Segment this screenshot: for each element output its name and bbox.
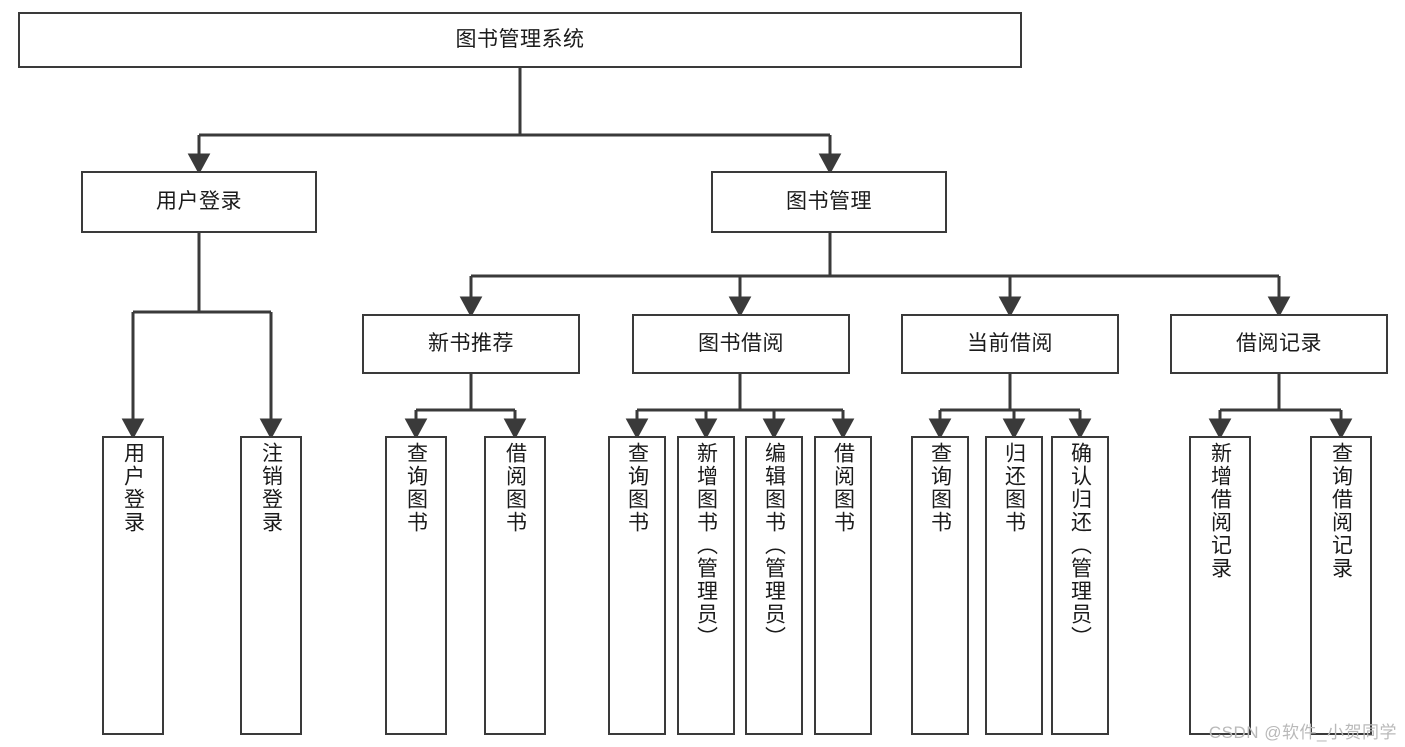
leaf-borrow-book-recommend[interactable]: 借阅图书 (484, 436, 546, 735)
leaf-confirm-return-admin-label: 确认归还（管理员） (1068, 442, 1092, 649)
leaf-add-book-admin-label: 新增图书（管理员） (694, 442, 718, 649)
node-borrow-record-label: 借阅记录 (1236, 331, 1322, 355)
leaf-query-book-current[interactable]: 查询图书 (911, 436, 969, 735)
leaf-add-borrow-record-label: 新增借阅记录 (1208, 442, 1232, 580)
leaf-add-borrow-record[interactable]: 新增借阅记录 (1189, 436, 1251, 735)
node-current-borrow[interactable]: 当前借阅 (901, 314, 1119, 374)
leaf-confirm-return-admin[interactable]: 确认归还（管理员） (1051, 436, 1109, 735)
leaf-query-borrow-record-label: 查询借阅记录 (1329, 442, 1353, 580)
node-new-book-recommend-label: 新书推荐 (428, 331, 514, 355)
leaf-logout-label: 注销登录 (259, 442, 283, 534)
leaf-query-book-recommend-label: 查询图书 (404, 442, 428, 534)
leaf-borrow-book[interactable]: 借阅图书 (814, 436, 872, 735)
node-root-label: 图书管理系统 (455, 27, 585, 51)
leaf-borrow-book-label: 借阅图书 (831, 442, 855, 534)
leaf-query-borrow-record[interactable]: 查询借阅记录 (1310, 436, 1372, 735)
node-new-book-recommend[interactable]: 新书推荐 (362, 314, 580, 374)
node-book-borrow[interactable]: 图书借阅 (632, 314, 850, 374)
leaf-add-book-admin[interactable]: 新增图书（管理员） (677, 436, 735, 735)
leaf-query-book-recommend[interactable]: 查询图书 (385, 436, 447, 735)
leaf-query-book[interactable]: 查询图书 (608, 436, 666, 735)
leaf-return-book[interactable]: 归还图书 (985, 436, 1043, 735)
leaf-user-login-label: 用户登录 (121, 442, 145, 534)
leaf-query-book-current-label: 查询图书 (928, 442, 952, 534)
node-book-management[interactable]: 图书管理 (711, 171, 947, 233)
node-current-borrow-label: 当前借阅 (967, 331, 1053, 355)
node-user-login[interactable]: 用户登录 (81, 171, 317, 233)
node-user-login-label: 用户登录 (156, 189, 242, 213)
node-borrow-record[interactable]: 借阅记录 (1170, 314, 1388, 374)
leaf-return-book-label: 归还图书 (1002, 442, 1026, 534)
leaf-borrow-book-recommend-label: 借阅图书 (503, 442, 527, 534)
node-root[interactable]: 图书管理系统 (18, 12, 1022, 68)
node-book-borrow-label: 图书借阅 (698, 331, 784, 355)
node-book-management-label: 图书管理 (786, 189, 872, 213)
leaf-user-login[interactable]: 用户登录 (102, 436, 164, 735)
leaf-query-book-label: 查询图书 (625, 442, 649, 534)
leaf-edit-book-admin[interactable]: 编辑图书（管理员） (745, 436, 803, 735)
leaf-logout[interactable]: 注销登录 (240, 436, 302, 735)
leaf-edit-book-admin-label: 编辑图书（管理员） (762, 442, 786, 649)
